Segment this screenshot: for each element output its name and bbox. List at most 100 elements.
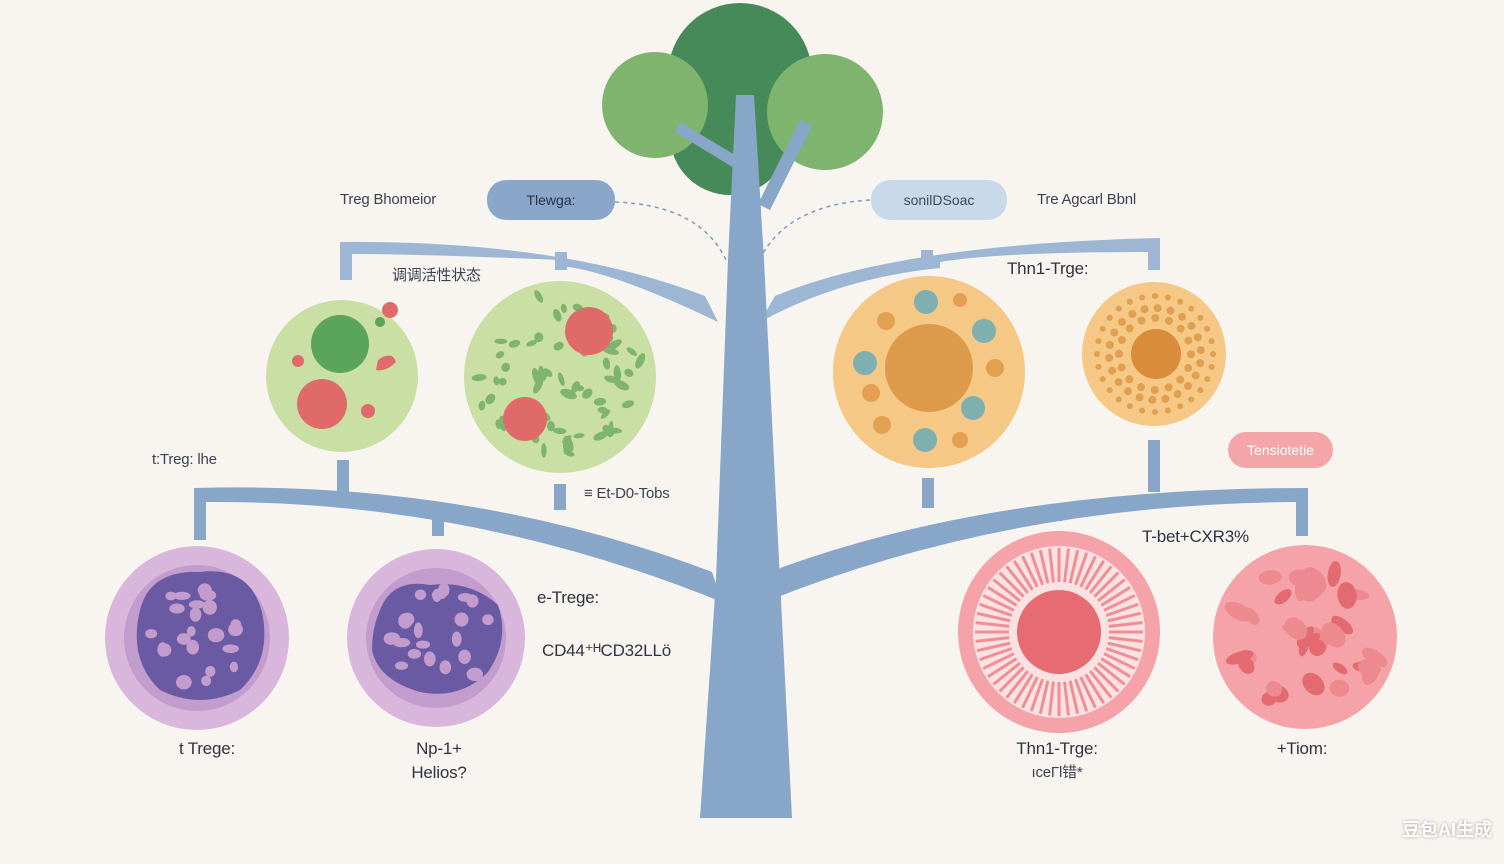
orange-granule	[1193, 333, 1202, 342]
orange-granule	[1165, 316, 1174, 325]
green-granule	[626, 347, 637, 356]
green-granule	[600, 409, 611, 419]
label-top-right: Tre Agcarl Bbnl	[1037, 191, 1136, 208]
radial-ray	[976, 611, 1011, 623]
cell-purple-left	[105, 546, 289, 730]
nucleus-vacuole	[186, 626, 196, 637]
orange-granule	[1183, 382, 1192, 391]
radial-ray	[1089, 565, 1113, 594]
label-green-state: 调调活性状态	[392, 267, 481, 284]
orange-granule	[1177, 298, 1184, 305]
nucleus-vacuole	[466, 594, 479, 608]
pill-pink: Tensiotetie	[1228, 432, 1333, 468]
radial-ray	[982, 652, 1015, 670]
radial-ray	[1097, 662, 1126, 686]
nucleus-vacuole	[202, 599, 217, 615]
orange-granule	[1188, 305, 1195, 312]
label-tbet: T-bet+CXR3%	[1142, 527, 1249, 546]
orange-granule	[1177, 403, 1184, 410]
nucleus-vacuole	[197, 583, 212, 597]
orange-granule	[1161, 394, 1170, 403]
green-granule	[624, 368, 634, 377]
green-granule	[485, 393, 496, 405]
orange-granule	[1197, 387, 1204, 394]
orange-granule	[1184, 336, 1193, 345]
orange-granule	[1187, 321, 1196, 330]
label-etrege: e-Trege:	[537, 588, 600, 607]
radial-ray	[1048, 681, 1055, 716]
green-granule	[602, 347, 619, 355]
label-np1: Np-1+	[416, 739, 462, 758]
pink-blotch	[1301, 632, 1321, 648]
nucleus-vacuole	[413, 622, 423, 639]
dashed-line-left	[614, 201, 727, 261]
radial-ray	[1093, 571, 1120, 598]
orange-granule	[1151, 314, 1160, 323]
label-top-left: Treg Bhomeior	[340, 191, 437, 208]
pink-blotch	[1332, 662, 1348, 675]
orange-granule	[1197, 314, 1204, 321]
orange-granule	[1118, 317, 1127, 326]
orange-granule	[1108, 366, 1117, 375]
radial-ray	[982, 594, 1015, 612]
green-granule	[621, 400, 635, 409]
connector-1	[337, 460, 349, 494]
orange-granule	[1126, 298, 1133, 305]
pink-blotch	[1331, 615, 1354, 635]
orange-granule	[1204, 325, 1211, 332]
nucleus-vacuole	[173, 591, 191, 600]
radial-ray	[1105, 647, 1139, 662]
orange-granule	[1196, 346, 1205, 355]
connector-6	[1050, 505, 1062, 521]
nucleus-vacuole	[205, 665, 216, 677]
nucleus-vacuole	[482, 614, 494, 626]
nucleus-vacuole	[431, 590, 447, 600]
radial-ray	[1029, 678, 1044, 712]
upper-branch-right	[760, 238, 1160, 322]
radial-ray	[1038, 549, 1050, 584]
orange-granule	[1110, 328, 1119, 337]
green-granule	[533, 377, 544, 394]
orange-granule	[1184, 364, 1193, 373]
nucleus-vacuole	[466, 667, 484, 682]
nucleus-vacuole	[222, 644, 240, 654]
orange-granule	[1188, 396, 1195, 403]
pink-blotch	[1321, 622, 1346, 648]
orange-granule	[1114, 378, 1123, 387]
green-granule	[613, 365, 622, 382]
green-granule	[494, 338, 508, 344]
nucleus-vacuole	[229, 661, 239, 673]
nucleus-vacuole	[458, 649, 471, 665]
radial-ray	[1079, 676, 1097, 709]
nucleus-vacuole	[414, 589, 427, 600]
orange-granule	[1148, 395, 1157, 404]
green-granule	[593, 397, 607, 406]
orange-granule	[1117, 363, 1126, 372]
radial-ray	[1005, 565, 1029, 594]
radial-ray	[992, 578, 1021, 602]
radial-ray	[979, 602, 1013, 617]
twig-left	[675, 122, 740, 168]
label-th1-bottom: Thn1-Trge:	[1016, 739, 1098, 758]
radial-ray	[1097, 578, 1126, 602]
nucleus-vacuole	[169, 603, 185, 614]
orange-granule	[1135, 393, 1144, 402]
orange-granule	[1196, 359, 1205, 368]
orange-granule	[1106, 314, 1113, 321]
green-granule	[495, 351, 505, 359]
watermark: 豆包AI生成	[1402, 820, 1492, 840]
radial-ray	[979, 647, 1013, 662]
upper-stub-2	[921, 250, 933, 268]
label-ttem: +Tiom:	[1276, 739, 1328, 758]
green-granule	[508, 339, 521, 348]
connector-2	[554, 484, 566, 510]
radial-ray	[992, 662, 1021, 686]
green-granule	[534, 332, 544, 343]
green-granule	[563, 435, 574, 452]
radial-ray	[1068, 680, 1080, 715]
orange-granule	[1186, 350, 1195, 359]
orange-granule	[1123, 387, 1132, 396]
orange-granule	[1164, 383, 1173, 392]
radial-ray	[987, 586, 1018, 607]
connector-4	[1148, 440, 1160, 492]
